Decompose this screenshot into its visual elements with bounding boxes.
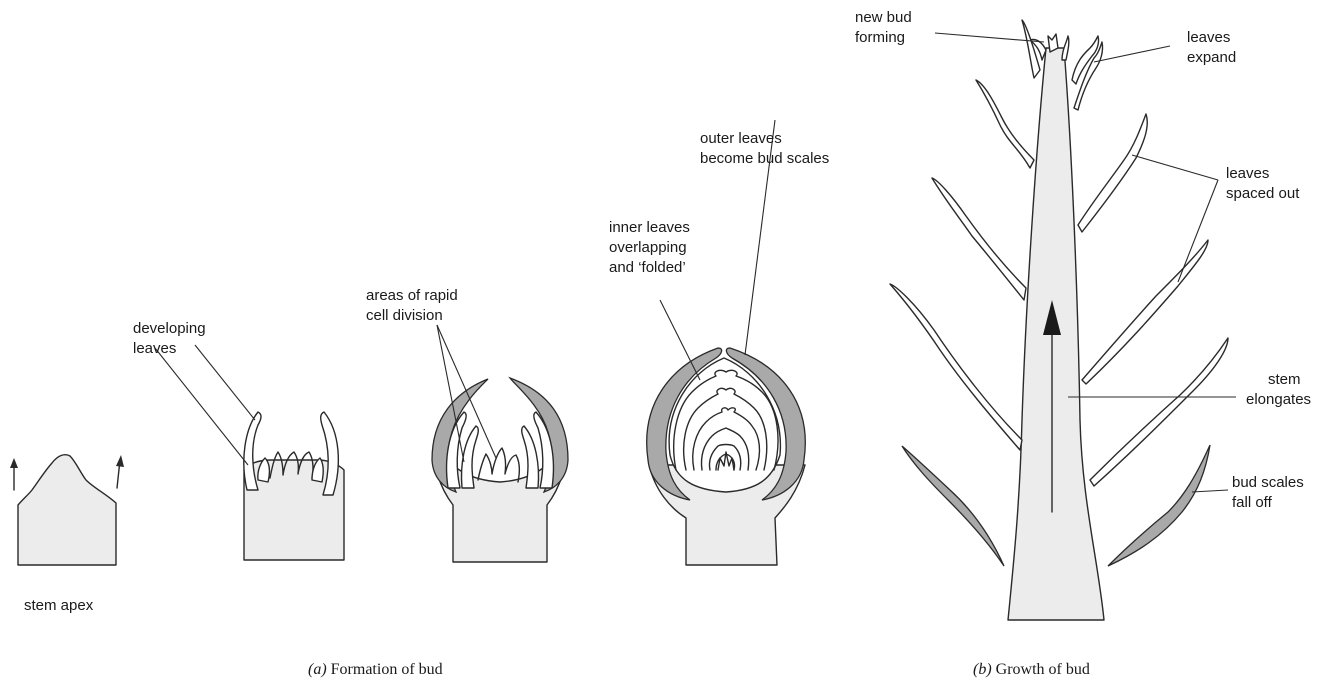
label-developing-leaves: developing leaves bbox=[133, 320, 210, 357]
label-new-bud: new bud forming bbox=[855, 9, 916, 46]
developing-leaves-drawing bbox=[244, 412, 344, 560]
label-rapid-division: areas of rapid cell division bbox=[366, 287, 462, 324]
label-outer-leaves: outer leaves become bud scales bbox=[700, 130, 829, 167]
label-leaves-expand: leaves expand bbox=[1187, 29, 1236, 66]
leader-leaves-expand bbox=[1094, 46, 1170, 62]
caption-growth-of-bud: (b) Growth of bud bbox=[973, 661, 1090, 678]
stem-apex-drawing bbox=[10, 455, 124, 565]
label-stem-elongates: stem elongates bbox=[1246, 371, 1311, 408]
label-leaves-spaced: leaves spaced out bbox=[1226, 165, 1300, 202]
leader-developing-leaves-1 bbox=[195, 345, 255, 420]
leader-bud-scales bbox=[1192, 490, 1228, 492]
closed-bud-drawing bbox=[647, 348, 806, 565]
label-stem-apex: stem apex bbox=[24, 597, 94, 614]
leader-developing-leaves-2 bbox=[155, 348, 248, 465]
leader-leaves-spaced-2 bbox=[1178, 180, 1218, 282]
leader-leaves-spaced-1 bbox=[1132, 155, 1218, 180]
labels: stem apex developing leaves areas of rap… bbox=[24, 9, 1311, 614]
growing-shoot-drawing bbox=[890, 20, 1228, 620]
leader-inner-leaves bbox=[660, 300, 700, 380]
label-bud-scales: bud scales fall off bbox=[1232, 474, 1308, 511]
caption-formation-of-bud: (a) Formation of bud bbox=[308, 661, 443, 678]
label-inner-leaves: inner leaves overlapping and ‘folded’ bbox=[609, 219, 694, 276]
